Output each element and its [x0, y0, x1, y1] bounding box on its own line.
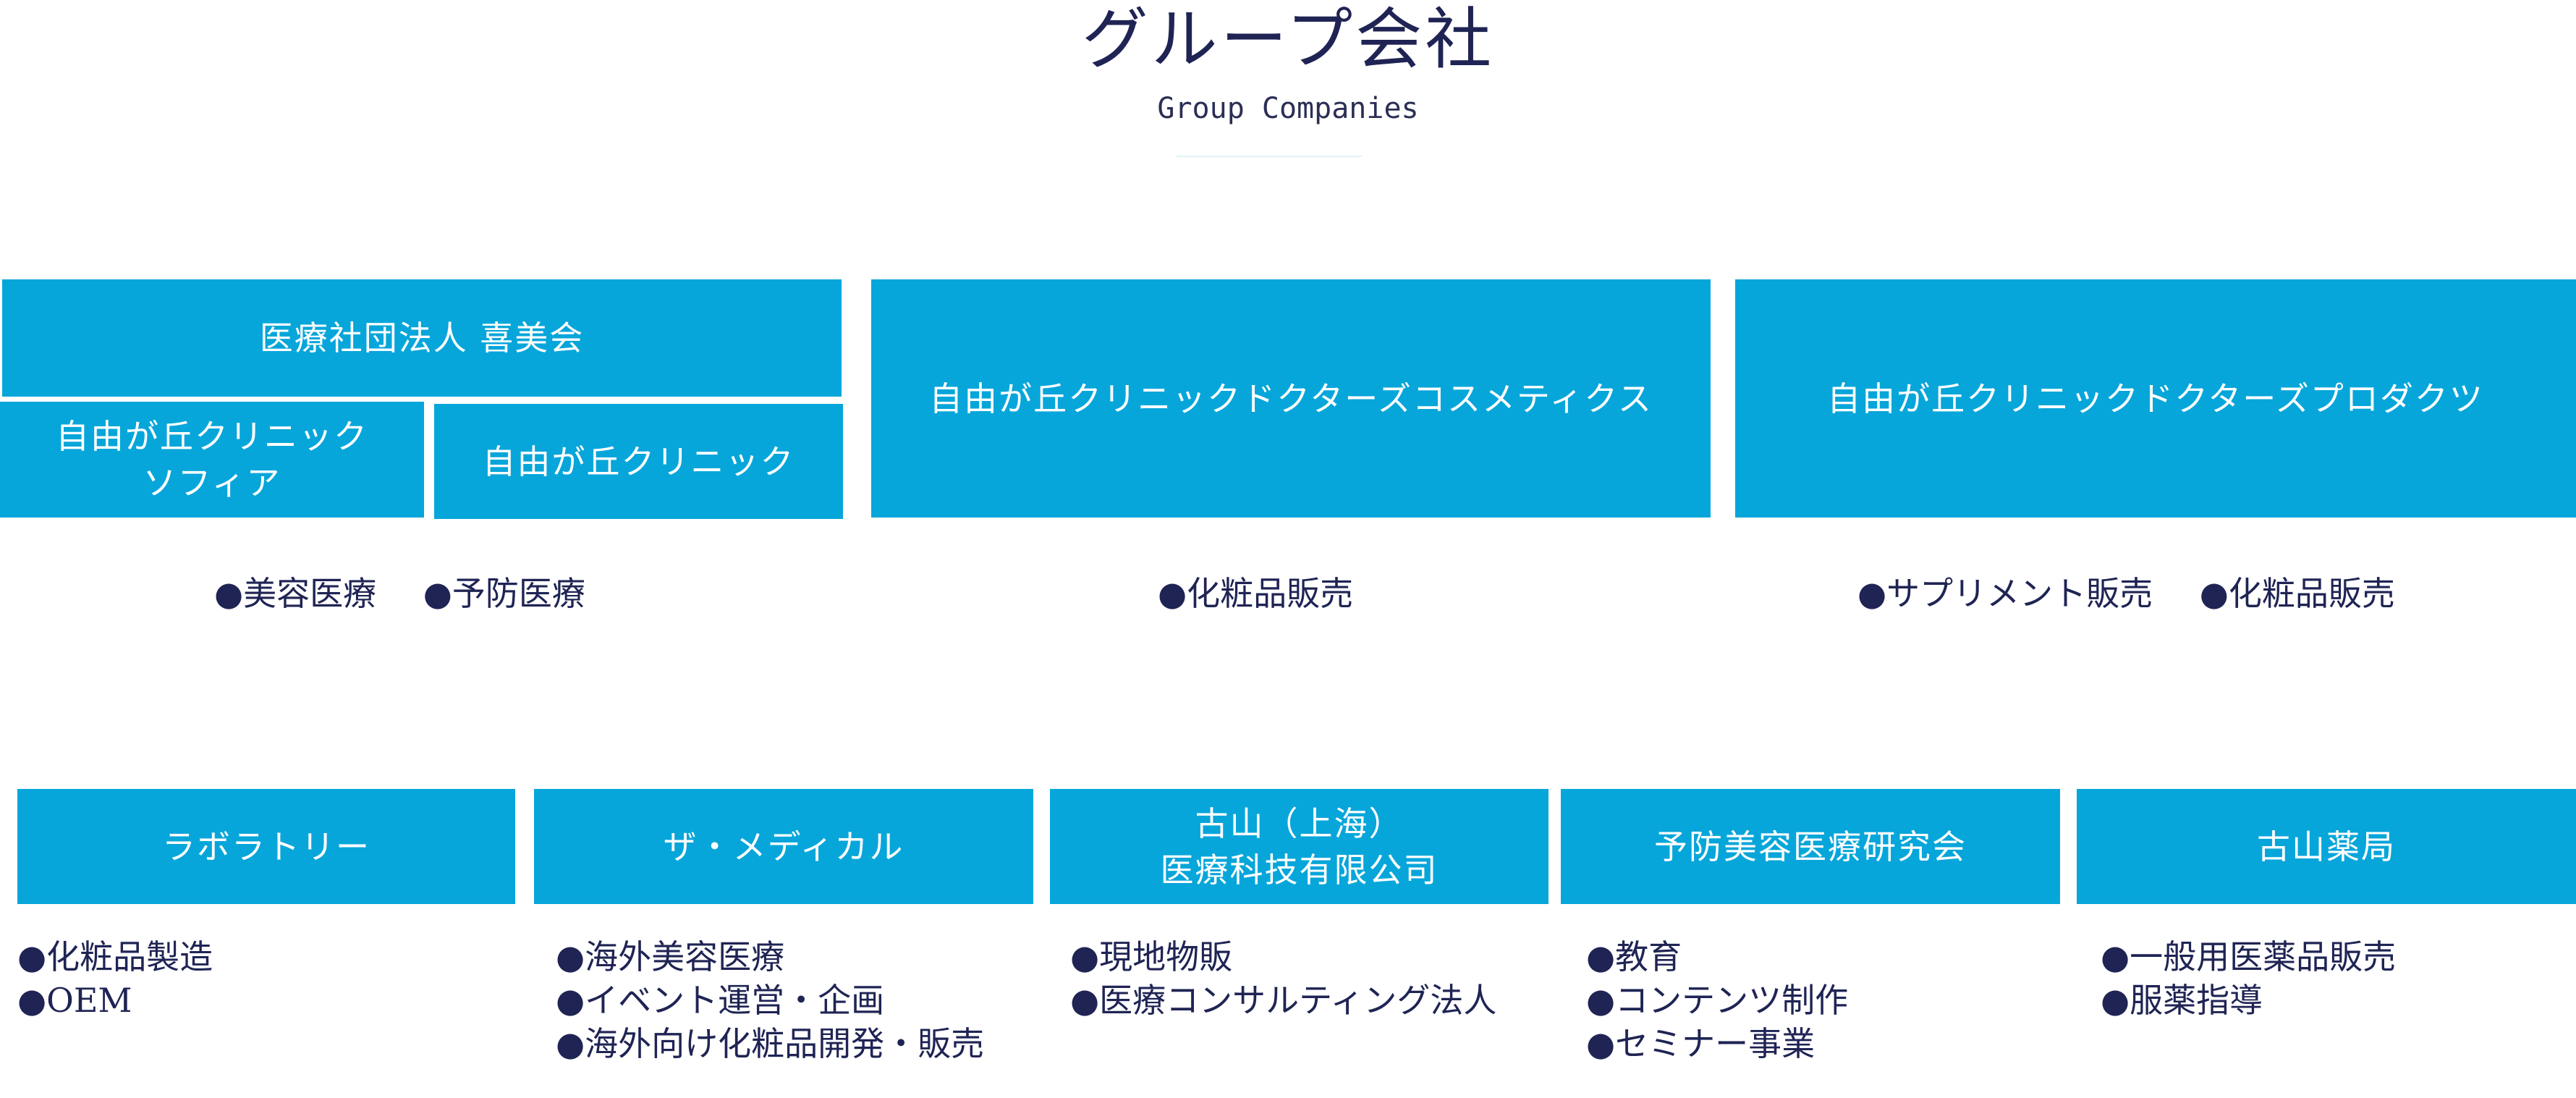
services-pharmacy: ●一般用医薬品販売 ●服薬指導: [2101, 935, 2396, 1022]
service-item: ●イベント運営・企画: [556, 981, 885, 1020]
service-item: ●化粧品販売: [2199, 574, 2395, 613]
box-doctors-products: 自由が丘クリニックドクターズプロダクツ: [1735, 279, 2576, 518]
service-item: ●教育: [1586, 937, 1682, 976]
service-item: ●予防医療: [423, 574, 585, 613]
service-item: ●コンテンツ制作: [1586, 981, 1849, 1020]
service-item: ●一般用医薬品販売: [2101, 937, 2397, 976]
service-item: ●美容医療: [214, 574, 377, 613]
service-item: ●OEM: [17, 981, 132, 1020]
service-item: ●現地物販: [1070, 937, 1233, 976]
service-item: ●セミナー事業: [1586, 1024, 1816, 1063]
title-underline: [1177, 156, 1362, 157]
service-item: ●医療コンサルティング法人: [1070, 981, 1497, 1020]
service-item: ●化粧品製造: [17, 937, 213, 976]
services-research-society: ●教育 ●コンテンツ制作 ●セミナー事業: [1586, 935, 1848, 1065]
box-shanghai: 古山（上海） 医療科技有限公司: [1050, 789, 1548, 904]
box-clinic-sophia: 自由が丘クリニック ソフィア: [0, 402, 424, 518]
page-subtitle: Group Companies: [1157, 92, 1419, 125]
box-pharmacy: 古山薬局: [2077, 789, 2576, 904]
box-research-society: 予防美容医療研究会: [1561, 789, 2060, 904]
page-title: グループ会社: [1081, 1, 1495, 78]
services-cosmetics: ●化粧品販売: [1158, 572, 1353, 615]
service-item: ●海外美容医療: [556, 937, 785, 976]
box-the-medical: ザ・メディカル: [534, 789, 1033, 904]
service-item: ●サプリメント販売: [1857, 574, 2153, 613]
service-item: ●化粧品販売: [1158, 574, 1354, 613]
box-laboratory: ラボラトリー: [17, 789, 515, 904]
services-clinics: ●美容医療 ●予防医療: [214, 572, 585, 615]
services-products: ●サプリメント販売 ●化粧品販売: [1857, 572, 2395, 615]
services-the-medical: ●海外美容医療 ●イベント運営・企画 ●海外向け化粧品開発・販売: [556, 935, 984, 1065]
box-medical-corporation: 医療社団法人 喜美会: [2, 279, 842, 397]
box-clinic: 自由が丘クリニック: [434, 404, 843, 519]
services-shanghai: ●現地物販 ●医療コンサルティング法人: [1070, 935, 1496, 1022]
service-item: ●海外向け化粧品開発・販売: [556, 1024, 985, 1063]
service-item: ●服薬指導: [2101, 981, 2263, 1020]
services-laboratory: ●化粧品製造 ●OEM: [17, 935, 213, 1022]
box-doctors-cosmetics: 自由が丘クリニックドクターズコスメティクス: [871, 279, 1711, 518]
